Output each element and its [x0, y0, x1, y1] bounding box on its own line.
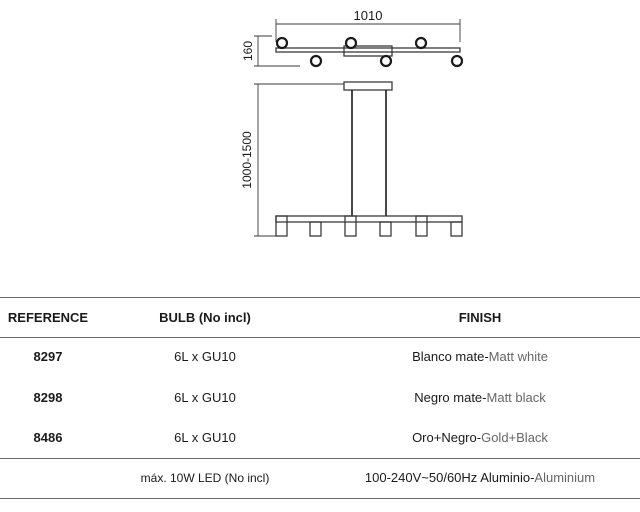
technical-drawing: 1010 160 1000-1500: [240, 8, 464, 237]
footer-rule: [0, 458, 640, 459]
drop-label: 1000-1500: [240, 131, 254, 189]
fixture-side-view: [275, 81, 463, 237]
spot-circle: [414, 36, 428, 50]
header-rule: [0, 337, 640, 338]
row-bulb: 6L x GU10: [174, 390, 236, 405]
spot-body: [309, 221, 322, 237]
footer-specs: 100-240V~50/60Hz Aluminio-Aluminium: [364, 470, 596, 485]
header-reference: REFERENCE: [7, 310, 89, 325]
spot-body: [450, 221, 463, 237]
height-dimension: 160: [241, 35, 300, 67]
drop-dimension: 1000-1500: [240, 83, 344, 237]
spot-body: [379, 221, 392, 237]
spot-circle: [275, 36, 289, 50]
row-reference: 8486: [33, 430, 63, 445]
spot-body: [344, 215, 357, 237]
row-finish: Negro mate-Matt black: [414, 390, 546, 405]
height-label: 160: [241, 41, 255, 61]
table-bottom-rule: [0, 498, 640, 499]
footer-power: máx. 10W LED (No incl): [140, 471, 270, 485]
row-finish: Blanco mate-Matt white: [412, 349, 548, 364]
width-dimension: 1010: [275, 8, 461, 42]
header-finish: FINISH: [458, 310, 502, 325]
row-reference: 8298: [33, 390, 63, 405]
spot-circle: [309, 54, 323, 68]
table-top-rule: [0, 297, 640, 298]
row-bulb: 6L x GU10: [174, 349, 236, 364]
row-finish: Oro+Negro-Gold+Black: [412, 430, 548, 445]
fixture-top-view: [275, 36, 464, 68]
row-bulb: 6L x GU10: [174, 430, 236, 445]
spot-circle: [379, 54, 393, 68]
spot-body: [275, 215, 288, 237]
spot-circle: [344, 36, 358, 50]
width-label: 1010: [354, 8, 383, 23]
spot-circle: [450, 54, 464, 68]
spot-body: [415, 215, 428, 237]
header-bulb: BULB (No incl): [159, 310, 251, 325]
row-reference: 8297: [33, 349, 63, 364]
